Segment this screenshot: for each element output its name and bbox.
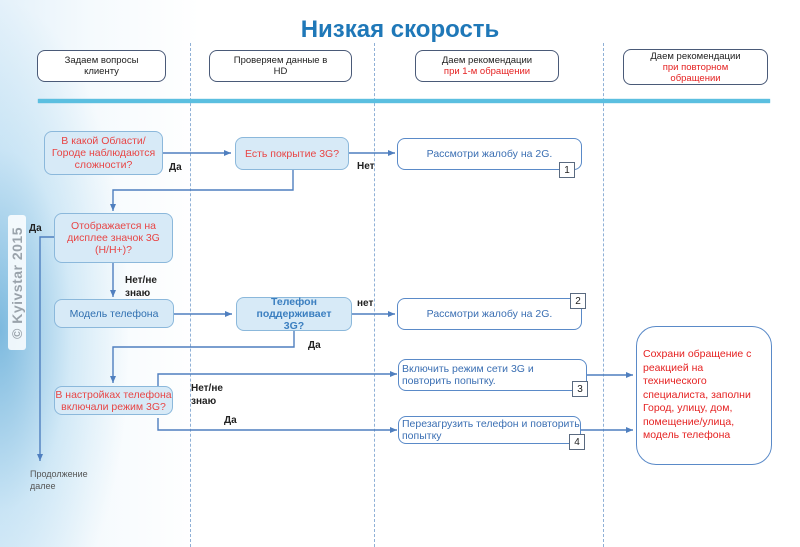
- lane-header-line: при 1-м обращении: [443, 66, 531, 77]
- lane-divider: [603, 43, 604, 547]
- phone-model-node[interactable]: Модель телефона: [54, 299, 174, 328]
- edge-label-icon-yes: Да: [29, 223, 42, 234]
- save-request-node[interactable]: Сохрани обращение с реакцией на техничес…: [636, 326, 772, 465]
- lane-header-line: HD: [273, 66, 288, 77]
- lane-divider: [190, 43, 191, 547]
- edge-settings-yes: [157, 418, 397, 433]
- region-question-node[interactable]: В какой Области/Городе наблюдаются сложн…: [44, 131, 163, 175]
- step-badge-2: 2: [570, 293, 586, 309]
- lane-header-line: обращении: [670, 72, 721, 84]
- edge-label-line: знаю: [125, 288, 151, 299]
- lane-header-line: Даем рекомендации: [441, 55, 533, 66]
- phone-supports-question-node[interactable]: Телефон поддерживает 3G?: [236, 296, 352, 332]
- node-text: Рассмотри жалобу на 2G.: [426, 308, 553, 320]
- lane-header-line: Задаем вопросы: [64, 55, 139, 66]
- node-text: Перезагрузить телефон и повторить попытк…: [402, 418, 580, 442]
- icon-question-node[interactable]: Отображается на дисплее значок 3G (H/H+)…: [54, 213, 173, 263]
- lane-header-line: клиенту: [84, 66, 119, 77]
- edge-label-settings-yes: Да: [224, 415, 237, 426]
- step-badge-4: 4: [569, 434, 585, 450]
- reboot-phone-node[interactable]: Перезагрузить телефон и повторить попытк…: [398, 416, 581, 444]
- node-text: Рассмотри жалобу на 2G.: [426, 148, 553, 160]
- edge-label-coverage-no: Нет: [357, 161, 375, 172]
- edge-label-line: Нет/не: [191, 383, 223, 394]
- step-badge-1: 1: [559, 162, 575, 178]
- node-text: Модель телефона: [69, 307, 159, 320]
- node-text: Есть покрытие 3G?: [244, 147, 340, 160]
- lane-header-line: Даем рекомендации: [650, 50, 741, 62]
- edge-icon-yes-down: [37, 236, 55, 461]
- edge-label-region-yes: Да: [169, 162, 182, 173]
- edge-label-supports-yes: Да: [308, 340, 321, 351]
- edge-label-line: Нет/не: [125, 275, 157, 286]
- node-text: Включить режим сети 3G и повторить попыт…: [402, 363, 534, 387]
- lane-header-questions: Задаем вопросы клиенту: [37, 50, 166, 82]
- coverage-question-node[interactable]: Есть покрытие 3G?: [235, 137, 349, 170]
- node-text: Сохрани обращение с реакцией на техничес…: [643, 348, 752, 442]
- header-separator-bar: [38, 99, 770, 103]
- review-2g-node-2[interactable]: Рассмотри жалобу на 2G.: [397, 298, 582, 330]
- lane-header-line: Проверяем данные в: [233, 55, 328, 66]
- lane-header-line: при повторном: [662, 61, 729, 73]
- edge-label-icon-no: Нет/не знаю: [125, 274, 157, 300]
- continue-line: далее: [30, 481, 56, 491]
- watermark: © Kyivstar 2015: [8, 215, 26, 350]
- edge-label-line: знаю: [191, 396, 217, 407]
- continue-label: Продолжение далее: [30, 468, 88, 492]
- node-text: Телефон поддерживает 3G?: [256, 296, 332, 332]
- lane-header-first-contact: Даем рекомендации при 1-м обращении: [415, 50, 559, 82]
- lane-header-repeat-contact: Даем рекомендации при повторном обращени…: [623, 49, 768, 85]
- review-2g-node-1[interactable]: Рассмотри жалобу на 2G.: [397, 138, 582, 170]
- lane-divider: [374, 43, 375, 547]
- continue-line: Продолжение: [30, 469, 88, 479]
- node-text: В настройках телефона включали режим 3G?: [55, 388, 172, 413]
- edge-settings-no: [157, 371, 397, 389]
- step-badge-3: 3: [572, 381, 588, 397]
- enable-3g-node[interactable]: Включить режим сети 3G и повторить попыт…: [398, 359, 587, 391]
- node-text: Отображается на дисплее значок 3G (H/H+)…: [67, 220, 160, 256]
- edge-supports-to-settings: [110, 331, 295, 383]
- edge-label-settings-no: Нет/не знаю: [191, 382, 223, 408]
- edge-coverage-to-icon: [110, 170, 294, 211]
- edge-label-supports-no: нет: [357, 298, 374, 309]
- settings-question-node[interactable]: В настройках телефона включали режим 3G?: [54, 386, 173, 415]
- page-title: Низкая скорость: [300, 16, 500, 43]
- node-text: В какой Области/Городе наблюдаются сложн…: [51, 135, 156, 171]
- lane-header-check-hd: Проверяем данные в HD: [209, 50, 352, 82]
